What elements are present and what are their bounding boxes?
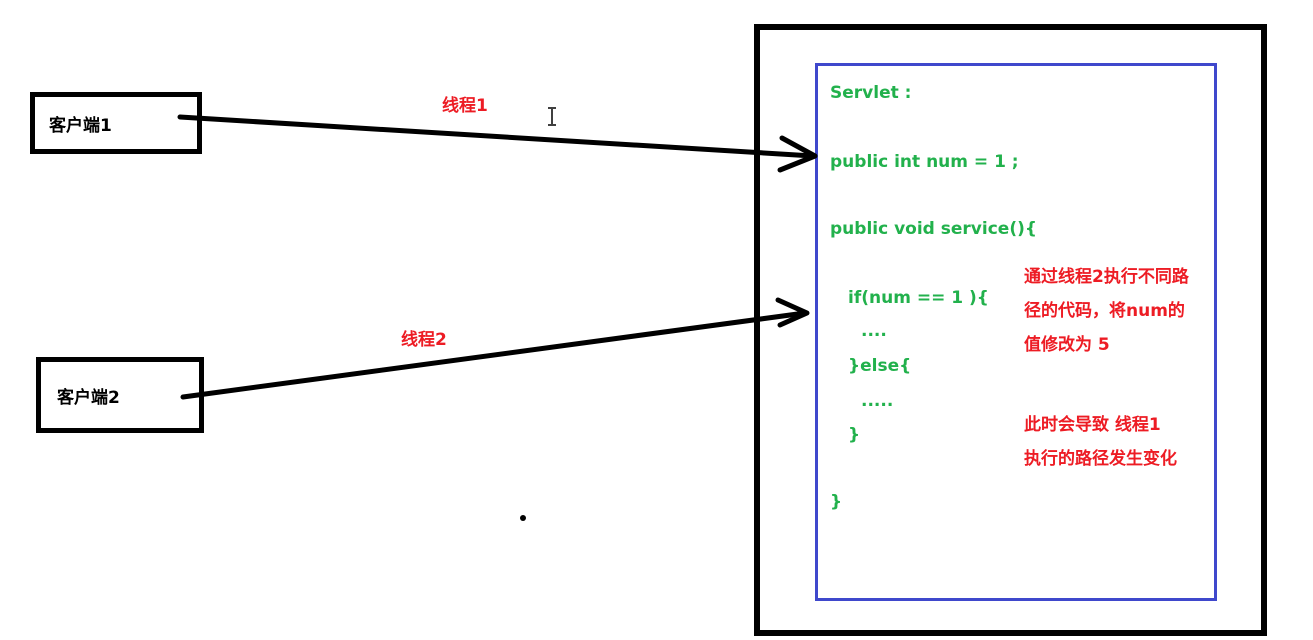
thread-1-label: 线程1 (442, 96, 488, 116)
annotation-note-2: 此时会导致 线程1 执行的路径发生变化 (1024, 408, 1177, 476)
code-line-method-close: } (830, 492, 843, 512)
client-2-label: 客户端2 (57, 387, 120, 408)
server-container-box (754, 24, 1267, 636)
code-line-else-body: ..... (861, 391, 894, 411)
code-line-field-declaration: public int num = 1 ; (830, 152, 1019, 172)
stray-dot (520, 515, 526, 521)
annotation-note-2-line-2: 执行的路径发生变化 (1024, 449, 1177, 469)
servlet-box (815, 63, 1217, 601)
code-line-if: if(num == 1 ){ (848, 288, 989, 308)
text-cursor-icon (548, 107, 556, 126)
code-line-if-body: .... (861, 321, 887, 341)
thread-1-arrow (177, 114, 818, 173)
annotation-note-1-line-2: 径的代码，将num的 (1024, 301, 1185, 321)
code-line-else: }else{ (848, 356, 912, 376)
client-2-box: 客户端2 (36, 357, 204, 433)
annotation-note-1: 通过线程2执行不同路 径的代码，将num的 值修改为 5 (1024, 260, 1189, 362)
annotation-note-1-line-3: 值修改为 5 (1024, 335, 1110, 355)
code-line-servlet-title: Servlet : (830, 83, 912, 103)
annotation-note-2-line-1: 此时会导致 线程1 (1024, 415, 1161, 435)
client-1-box: 客户端1 (30, 92, 202, 154)
thread-2-label: 线程2 (401, 330, 447, 350)
client-1-label: 客户端1 (49, 115, 112, 136)
annotation-note-1-line-1: 通过线程2执行不同路 (1024, 267, 1189, 287)
code-line-service-method: public void service(){ (830, 219, 1037, 239)
code-line-else-close: } (848, 425, 861, 445)
thread-2-arrow (180, 297, 810, 400)
